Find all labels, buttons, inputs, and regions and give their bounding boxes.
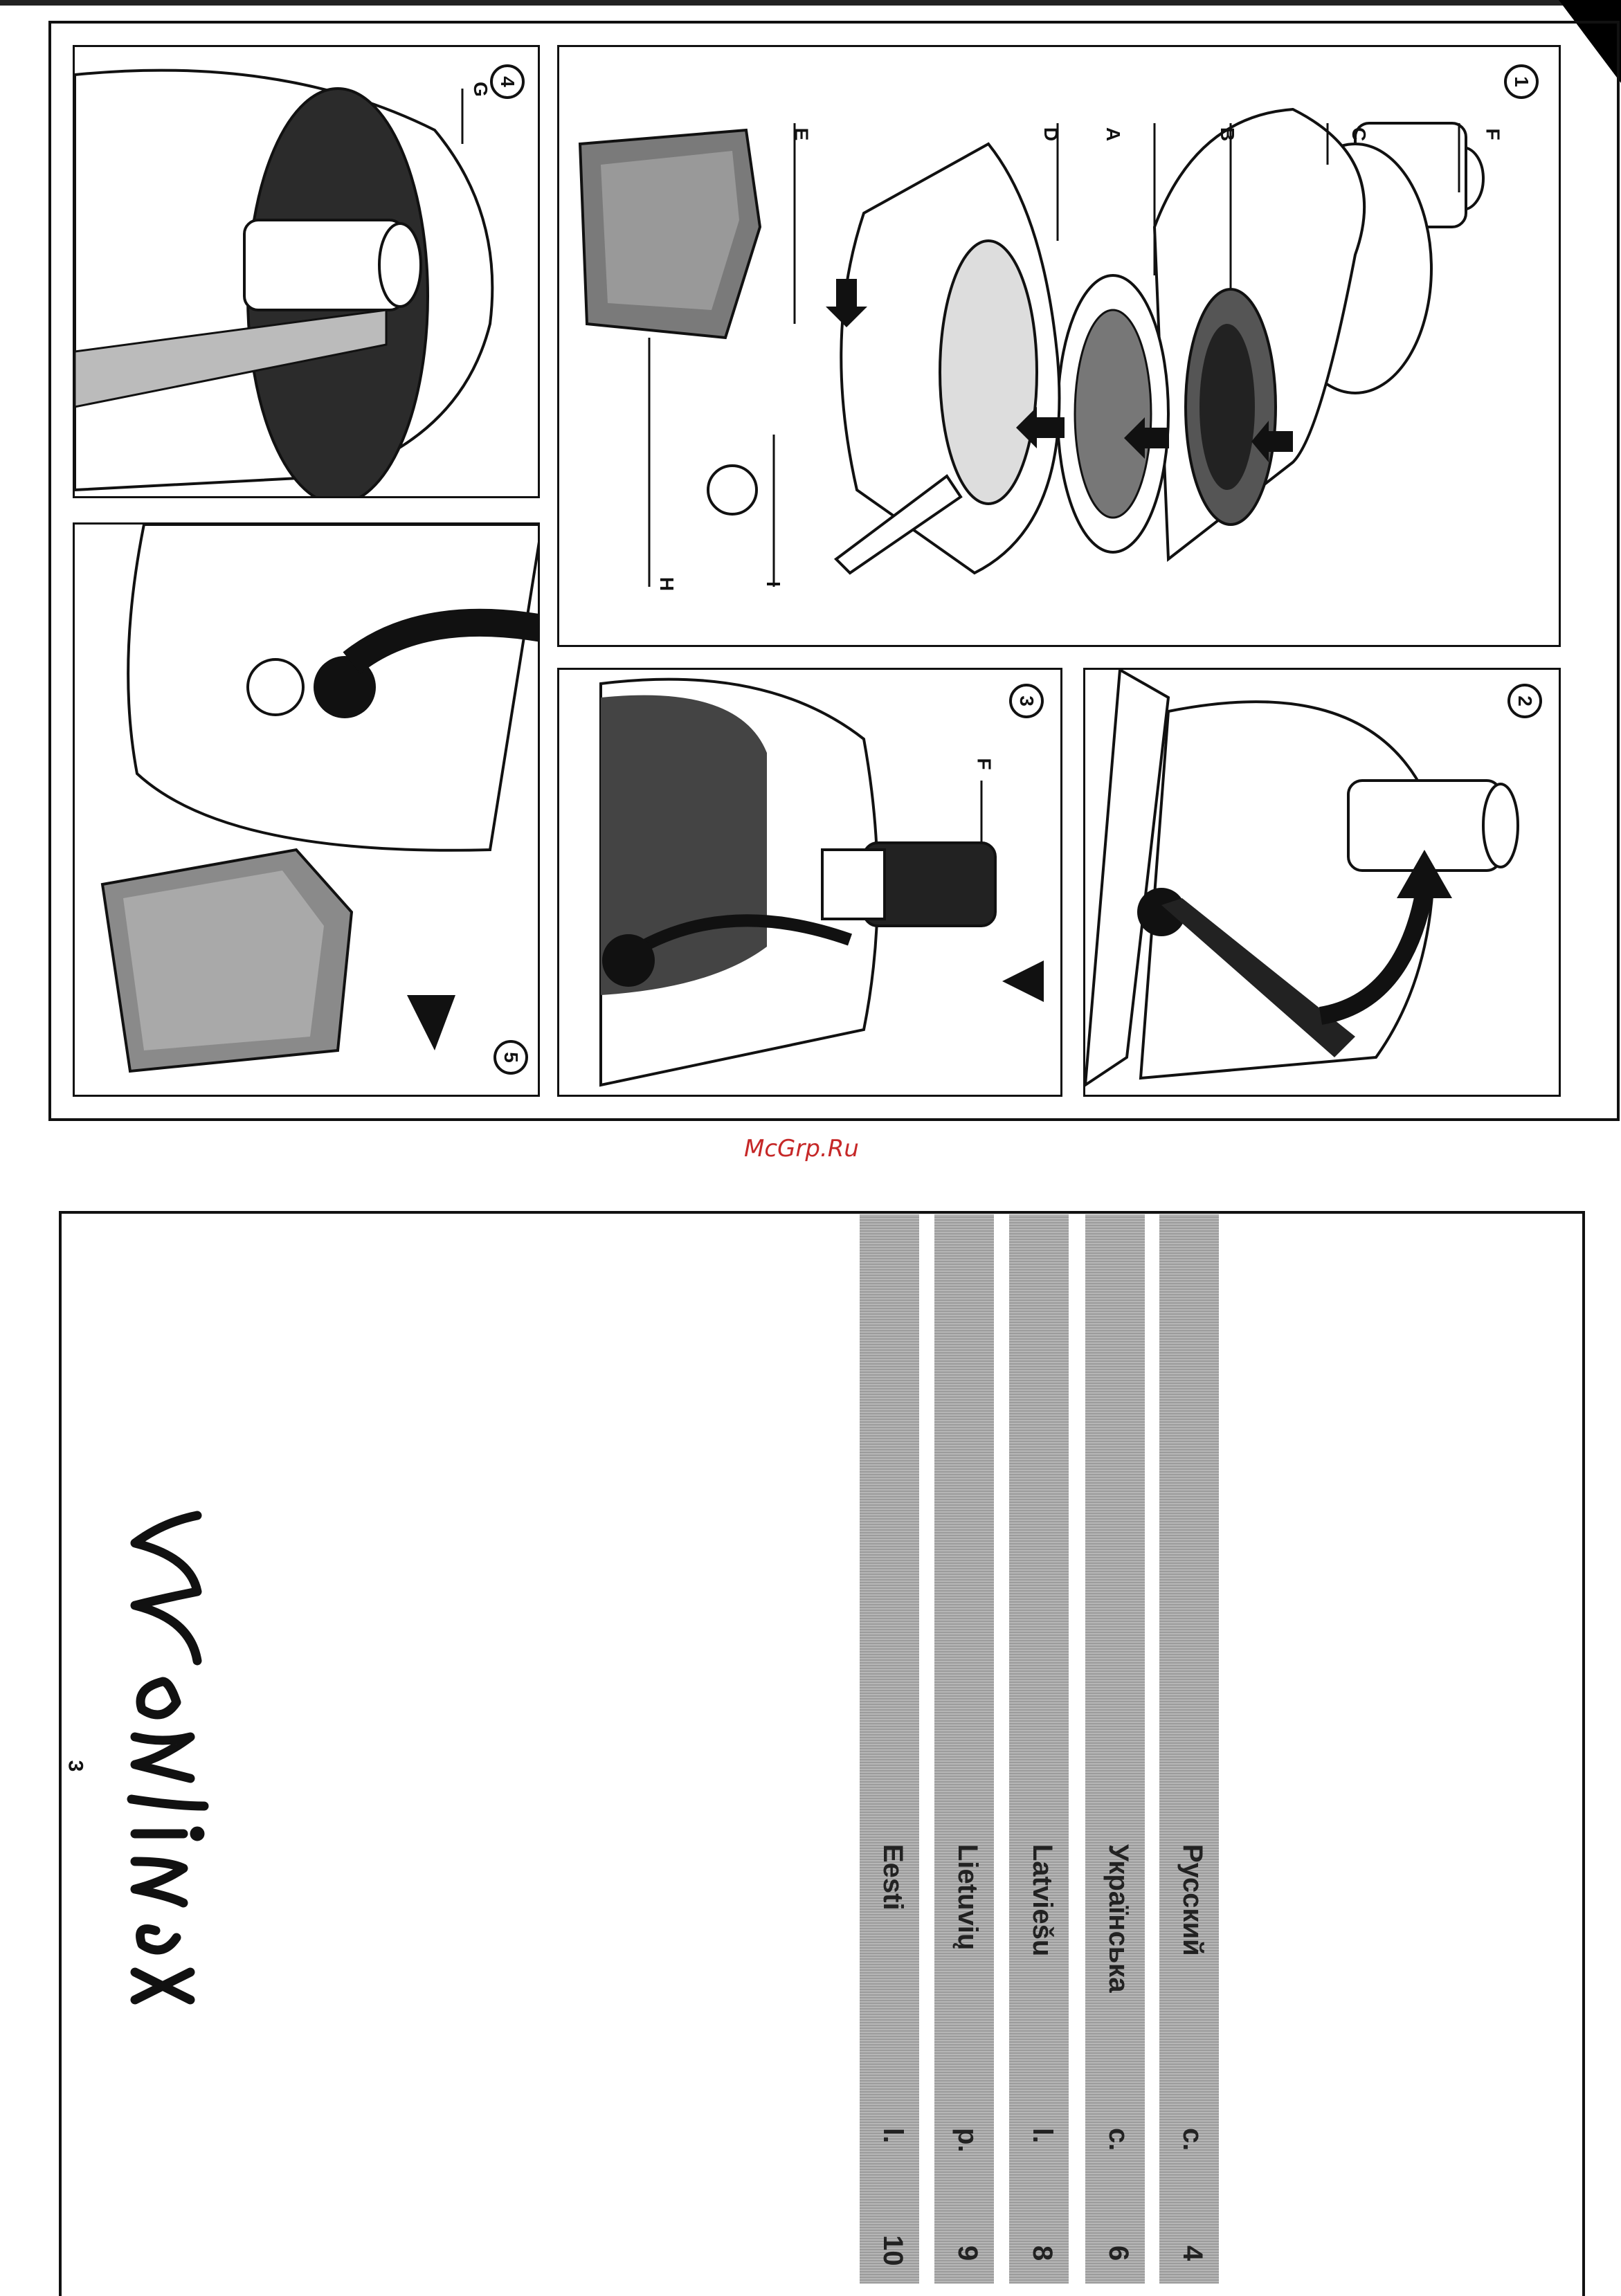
contents-language: Latviešu — [1026, 1844, 1058, 1956]
contents-strip-4 — [934, 1214, 994, 2284]
figure-1-number: 1 — [1504, 64, 1539, 99]
watermark: McGrp.Ru — [744, 1135, 859, 1163]
contents-strip-5 — [860, 1214, 919, 2284]
figure-3-drawing — [559, 670, 1062, 1097]
contents-language: Lietuvių — [952, 1844, 983, 1950]
contents-page: 10 — [877, 2235, 908, 2266]
figure-4-number: 4 — [490, 64, 525, 99]
contents-abbr: l. — [877, 2128, 908, 2143]
contents-language: Русский — [1177, 1844, 1208, 1956]
figure-4-drawing — [75, 47, 540, 498]
part-label-f: F — [1482, 128, 1504, 140]
part-label-c: C — [1348, 127, 1370, 141]
contents-abbr: p. — [952, 2128, 983, 2153]
contents-abbr: с. — [1177, 2128, 1208, 2151]
contents-strip-3 — [1009, 1214, 1069, 2284]
contents-page: 8 — [1026, 2245, 1058, 2261]
part-label-b: B — [1216, 127, 1238, 141]
part-label-e: E — [790, 128, 812, 141]
contents-language: Eesti — [877, 1844, 908, 1911]
contents-abbr: с. — [1103, 2128, 1134, 2151]
part-label-f-fig3: F — [973, 758, 995, 769]
figure-5-number: 5 — [493, 1040, 528, 1075]
figure-2-panel: 2 — [1083, 668, 1561, 1097]
figure-2-drawing — [1085, 670, 1561, 1097]
contents-page: 9 — [952, 2245, 983, 2261]
part-label-g: G — [469, 82, 491, 97]
contents-language: Українська — [1103, 1844, 1134, 1993]
part-label-i: I — [762, 581, 784, 587]
figure-2-number: 2 — [1507, 684, 1542, 718]
contents-strip-2 — [1085, 1214, 1145, 2284]
cover-frame — [59, 1211, 1585, 2296]
contents-strip-1 — [1159, 1214, 1219, 2284]
part-label-h: H — [655, 577, 678, 591]
figure-4-panel: 4 G — [73, 45, 540, 498]
figure-1-panel: 1 — [557, 45, 1561, 647]
contents-abbr: l. — [1026, 2128, 1058, 2143]
contents-page: 6 — [1103, 2245, 1134, 2261]
part-label-d: D — [1040, 127, 1062, 141]
scan-edge-shadow — [0, 0, 1621, 6]
contents-page: 4 — [1177, 2245, 1208, 2261]
part-label-a: A — [1102, 127, 1124, 141]
figure-5-panel: 5 — [73, 522, 540, 1097]
figure-3-number: 3 — [1009, 684, 1044, 718]
page-number: 3 — [63, 1760, 87, 1772]
figure-5-drawing — [75, 525, 540, 1097]
moulinex-logo — [121, 1502, 211, 2007]
figure-3-panel: 3 F — [557, 668, 1062, 1097]
